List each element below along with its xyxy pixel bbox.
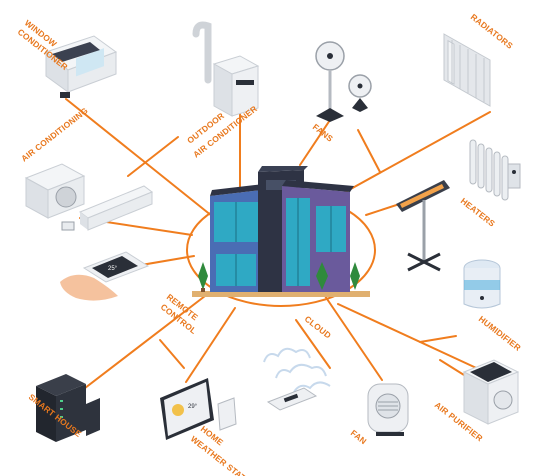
weather-station-icon: 29° — [160, 378, 237, 440]
humidifier-icon — [463, 259, 501, 309]
oil-radiator-heater-icon — [469, 139, 521, 201]
connector-radiators — [337, 111, 491, 197]
connector-fan — [324, 295, 383, 381]
server-rack-icon — [36, 374, 100, 442]
svg-text:29°: 29° — [188, 404, 198, 410]
air-purifier-icon — [462, 359, 520, 425]
connector-window-conditioner — [65, 98, 213, 217]
connector-lines — [65, 98, 491, 399]
svg-text:25°: 25° — [108, 266, 118, 272]
label-radiators: RADIATORS — [469, 12, 515, 51]
window-air-conditioner-icon — [44, 35, 118, 98]
smart-building-icon — [186, 166, 376, 307]
infrared-heater-icon — [396, 180, 450, 272]
connector-humidifier — [337, 303, 486, 373]
connector-air-conditioning-branch — [127, 136, 179, 177]
label-fans: FANS — [311, 122, 336, 144]
space-heater-fan-icon — [367, 383, 409, 436]
connector-smart-house — [71, 295, 206, 399]
label-fan: FAN — [349, 428, 369, 447]
connector-weather — [185, 307, 236, 383]
connector-fans — [299, 119, 331, 166]
handheld-remote-icon — [266, 387, 318, 411]
label-air-conditioning: AIR CONDITIONING — [19, 105, 90, 163]
standing-fan-icon — [315, 41, 372, 122]
cloud-icon — [263, 347, 331, 393]
connector-smart-house-branch — [159, 339, 185, 369]
smartphone-remote-icon: 25° — [60, 251, 150, 301]
label-humidifier: HUMIDIFIER — [477, 314, 523, 353]
radiator-icon — [443, 33, 491, 107]
label-heaters: HEATERS — [459, 196, 497, 229]
connector-humidifier-branch — [419, 335, 457, 343]
portable-air-conditioner-icon — [192, 21, 260, 117]
connector-radiators-branch — [357, 129, 381, 173]
connector-cloud — [295, 319, 331, 369]
split-air-conditioner-icon — [24, 163, 154, 231]
